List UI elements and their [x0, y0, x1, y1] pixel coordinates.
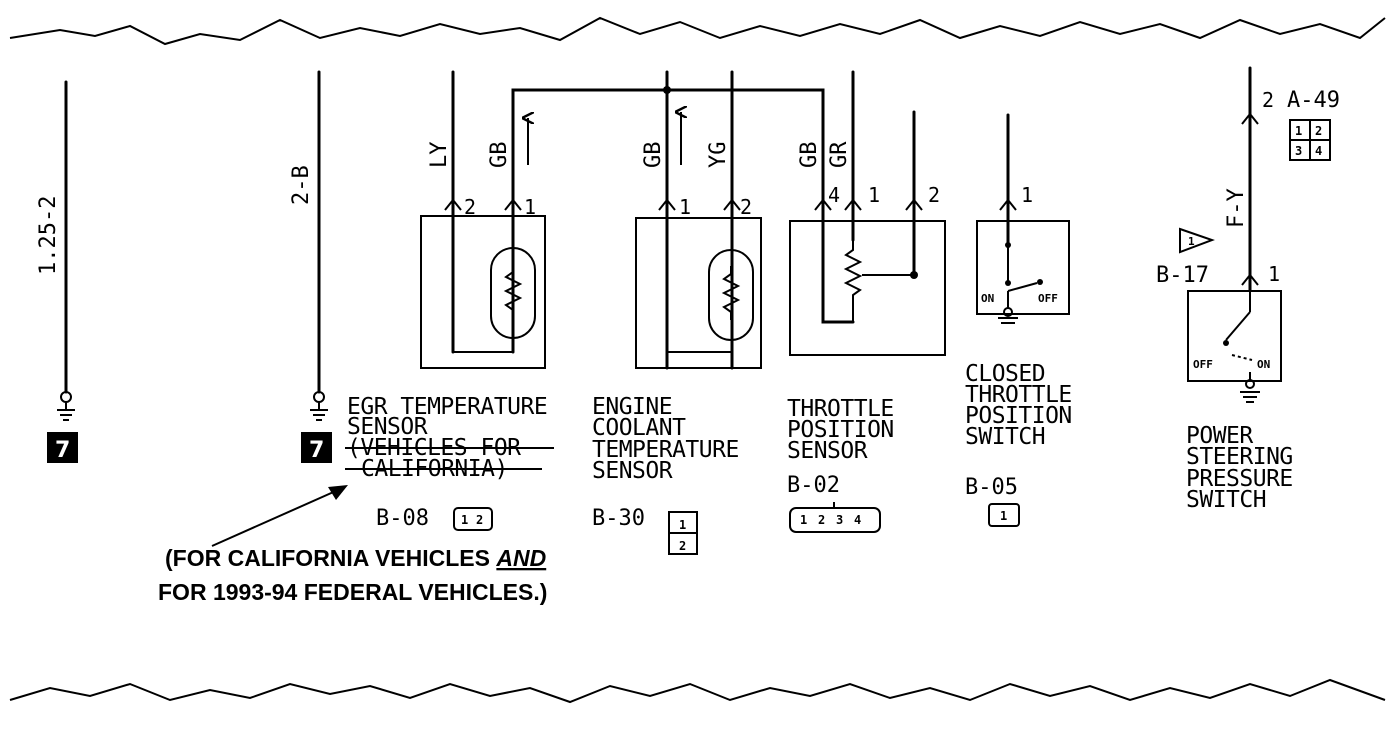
throttle-wire-gr: GR — [827, 141, 852, 168]
svg-text:2: 2 — [679, 539, 686, 553]
coolant-temperature-sensor: GB YG 1 2 ENGINE COOLANT TEMPERATURE SEN… — [592, 70, 762, 555]
svg-text:3: 3 — [836, 513, 843, 527]
egr-wire-gb: GB — [487, 142, 512, 169]
throttle-wire-gb: GB — [797, 142, 822, 169]
annotation-emphasis: AND — [495, 545, 546, 571]
throttle-title-2: POSITION — [787, 417, 894, 443]
coolant-pin-1: 1 — [679, 195, 691, 219]
ps-title-1: POWER — [1186, 423, 1253, 449]
ground-badge-1-label: 7 — [55, 438, 70, 463]
annotation-line-2: FOR 1993-94 FEDERAL VEHICLES.) — [158, 579, 547, 605]
egr-title-2: SENSOR — [347, 414, 428, 440]
ps-connector-id: B-17 — [1156, 263, 1209, 288]
ps-off-label: OFF — [1193, 358, 1213, 371]
ps-top-pin: 2 — [1262, 88, 1274, 112]
egr-wire-ly: LY — [427, 142, 452, 169]
switch-off-label: OFF — [1038, 292, 1058, 305]
egr-pin-1: 1 — [524, 195, 536, 219]
coolant-wire-gb: GB — [641, 142, 666, 169]
throttle-connector-symbol: 1 2 3 4 — [789, 502, 881, 533]
egr-title-1: EGR TEMPERATURE — [347, 394, 547, 420]
svg-text:1: 1 — [1000, 509, 1007, 523]
throttle-title-1: THROTTLE — [787, 396, 894, 422]
coolant-connector-id: B-30 — [592, 506, 645, 531]
ground-badge-2-label: 7 — [309, 438, 324, 463]
ground-badge-1 — [47, 432, 78, 463]
gb-bus-wire — [511, 88, 855, 324]
ps-top-connector-id: A-49 — [1287, 88, 1340, 113]
coolant-title-3: TEMPERATURE — [592, 437, 739, 463]
wire-code-1: 1.25-2 — [36, 196, 61, 275]
switch-connector-symbol: 1 — [988, 503, 1020, 527]
egr-connector-symbol: 1 2 — [453, 507, 493, 531]
svg-text:1: 1 — [800, 513, 807, 527]
ps-top-connector-symbol: 1 2 3 4 — [1289, 119, 1331, 161]
throttle-connector-id: B-02 — [787, 473, 840, 498]
switch-connector-id: B-05 — [965, 475, 1018, 500]
switch-title-3: POSITION — [965, 403, 1072, 429]
coolant-title-4: SENSOR — [592, 458, 673, 484]
coolant-connector-symbol: 1 2 — [668, 511, 698, 555]
switch-on-label: ON — [981, 292, 994, 305]
svg-text:4: 4 — [1315, 144, 1322, 158]
egr-connector-id: B-08 — [376, 506, 429, 531]
svg-text:2: 2 — [818, 513, 825, 527]
throttle-position-sensor: GB GR 4 1 2 THROTTLE POSITION SENSOR B-0… — [787, 70, 946, 533]
ground-badge-2 — [301, 432, 332, 463]
svg-text:1: 1 — [461, 513, 468, 527]
egr-pin-2: 2 — [464, 195, 476, 219]
ps-bottom-pin: 1 — [1268, 262, 1280, 286]
switch-title-2: THROTTLE — [965, 382, 1072, 408]
ground-wire-2: 2-B 7 — [289, 70, 332, 463]
svg-text:1: 1 — [1295, 124, 1302, 138]
egr-temperature-sensor: LY GB 2 1 EGR TEMPERATURE SENSOR (VEHICL… — [345, 70, 554, 531]
ps-title-4: SWITCH — [1186, 487, 1266, 513]
throttle-pin-2: 2 — [928, 183, 940, 207]
coolant-pin-2: 2 — [740, 195, 752, 219]
svg-text:3: 3 — [1295, 144, 1302, 158]
torn-edge-top — [9, 16, 1386, 46]
switch-pin-1: 1 — [1021, 183, 1033, 207]
throttle-pin-1: 1 — [868, 183, 880, 207]
california-federal-annotation: (FOR CALIFORNIA VEHICLES AND FOR 1993-94… — [158, 485, 547, 605]
ps-note-marker: 1 — [1179, 227, 1215, 254]
switch-title-4: SWITCH — [965, 424, 1045, 450]
svg-text:2: 2 — [1315, 124, 1322, 138]
svg-text:1: 1 — [1188, 235, 1195, 248]
ps-title-3: PRESSURE — [1186, 466, 1293, 492]
ps-wire-fy: F-Y — [1224, 188, 1249, 228]
annotation-line-1-text: (FOR CALIFORNIA VEHICLES — [165, 545, 496, 571]
svg-text:2: 2 — [476, 513, 483, 527]
ground-wire-1: 1.25-2 7 — [36, 80, 78, 463]
power-steering-switch: 2 A-49 1 2 3 4 F-Y 1 B-17 1 OFF ON POWE — [1156, 66, 1340, 513]
switch-title-1: CLOSED — [965, 361, 1045, 387]
coolant-wire-yg: YG — [706, 142, 731, 169]
coolant-title-2: COOLANT — [592, 415, 686, 441]
coolant-title-1: ENGINE — [592, 394, 672, 420]
throttle-title-3: SENSOR — [787, 438, 868, 464]
closed-throttle-switch: 1 ON OFF CLOSED THROTTLE POSITION SWITCH… — [965, 113, 1072, 527]
ps-on-label: ON — [1257, 358, 1270, 371]
throttle-pin-4: 4 — [828, 183, 840, 207]
svg-text:1: 1 — [679, 518, 686, 532]
svg-text:4: 4 — [854, 513, 861, 527]
ps-title-2: STEERING — [1186, 444, 1293, 470]
wire-code-2: 2-B — [289, 165, 314, 205]
torn-edge-bottom — [9, 678, 1386, 704]
annotation-line-1: (FOR CALIFORNIA VEHICLES AND — [165, 545, 546, 571]
